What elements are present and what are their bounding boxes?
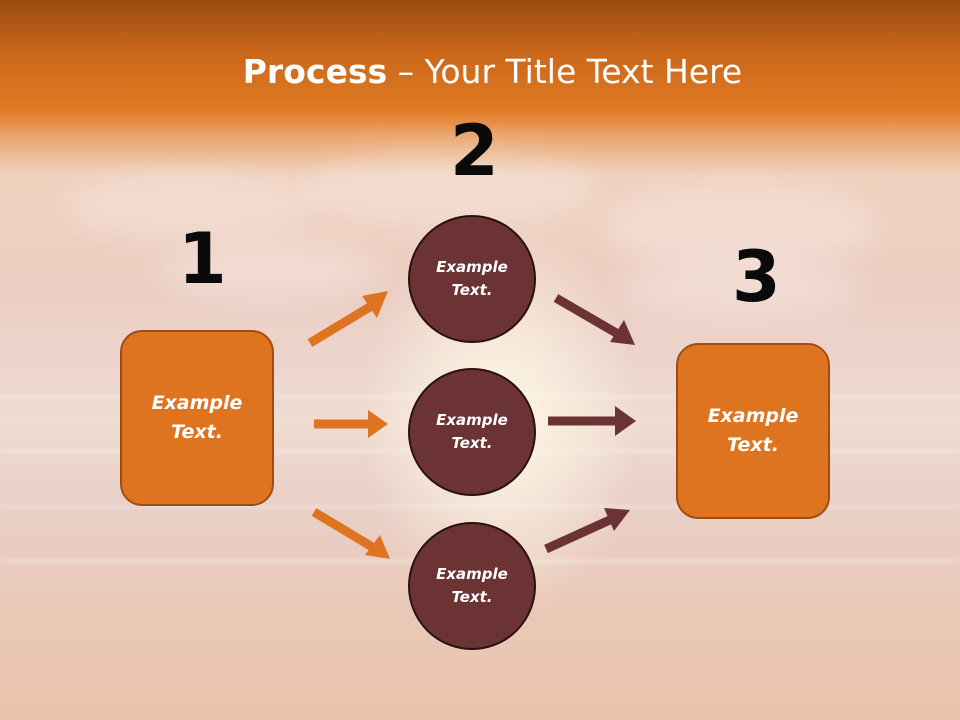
arrow-top-to-right xyxy=(553,294,635,345)
cloud xyxy=(160,240,380,300)
wave-line xyxy=(0,505,960,508)
circle-top-label: Example Text. xyxy=(436,258,508,299)
arrow-left-to-bottom xyxy=(311,508,390,559)
circle-top: Example Text. xyxy=(408,215,536,343)
arrow-middle-to-right xyxy=(548,406,636,436)
right-box-label: Example Text. xyxy=(707,405,799,456)
orange-arrows xyxy=(307,291,390,559)
step-number-2: 2 xyxy=(450,110,499,192)
brown-arrows xyxy=(544,294,636,554)
circle-bottom: Example Text. xyxy=(408,522,536,650)
cloud xyxy=(300,150,600,230)
slide-title: Process – Your Title Text Here xyxy=(0,52,960,91)
step-number-3: 3 xyxy=(732,236,781,318)
right-process-box: Example Text. xyxy=(676,343,830,519)
cloud xyxy=(600,180,880,270)
step-number-1: 1 xyxy=(178,218,227,300)
circle-bottom-label: Example Text. xyxy=(436,565,508,606)
left-box-label: Example Text. xyxy=(151,392,243,443)
arrow-left-to-top xyxy=(307,291,388,347)
slide-title-rest: – Your Title Text Here xyxy=(387,52,743,91)
cloud xyxy=(620,260,860,320)
arrow-left-to-middle xyxy=(314,410,388,438)
left-process-box: Example Text. xyxy=(120,330,274,506)
arrow-bottom-to-right xyxy=(544,508,630,554)
circle-middle: Example Text. xyxy=(408,368,536,496)
slide-title-bold: Process xyxy=(242,52,388,91)
circle-middle-label: Example Text. xyxy=(436,411,508,452)
cloud xyxy=(60,170,320,240)
